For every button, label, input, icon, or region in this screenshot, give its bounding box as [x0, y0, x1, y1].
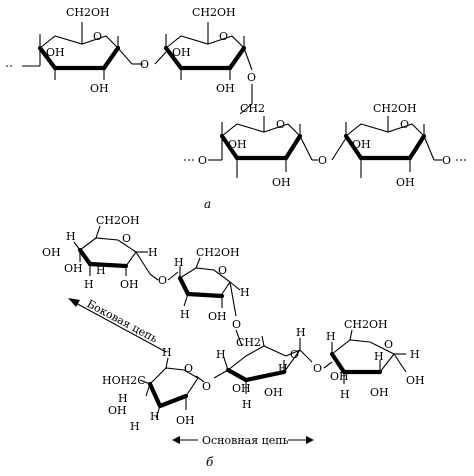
glycosidic-oxygen-label: O: [313, 362, 322, 375]
ring-oxygen-label: O: [219, 30, 228, 43]
ring-oxygen-label: O: [184, 362, 193, 375]
ho-label: OH: [108, 404, 127, 417]
structure-a: CH2OH O OH OH O CH2OH O OH OH O CH2 O OH…: [6, 6, 466, 211]
glycosidic-oxygen-label: O: [140, 58, 149, 71]
oh-label: OH: [232, 382, 251, 395]
h-label: H: [340, 388, 350, 401]
h-label: H: [410, 348, 420, 361]
ch2oh-label: CH2OH: [192, 6, 236, 19]
oh-label: OH: [228, 138, 247, 151]
hoh2c-label: HOH2C: [102, 374, 146, 387]
glucose-ring-a2: [163, 22, 253, 115]
glycosidic-oxygen-label: O: [158, 274, 167, 287]
side-chain-arrow: Боковая цепь: [68, 297, 167, 353]
oh-label: OH: [396, 176, 415, 189]
glycosidic-oxygen-label: O: [198, 154, 207, 167]
glucose-ring-b1: [73, 225, 179, 281]
h-label: H: [150, 410, 160, 423]
ring-oxygen-label: O: [276, 118, 285, 131]
ring-oxygen-label: O: [400, 118, 409, 131]
h-label: H: [374, 350, 384, 363]
h-label: H: [148, 246, 158, 259]
h-label: H: [118, 392, 128, 405]
oh-label: OH: [208, 310, 227, 323]
oh-label: OH: [406, 374, 425, 387]
h-label: H: [240, 286, 250, 299]
oh-label: OH: [46, 46, 65, 59]
main-chain-label: Основная цепь: [202, 434, 289, 447]
main-chain-arrow: Основная цепь: [172, 434, 314, 447]
glycosidic-oxygen-label: O: [202, 380, 211, 393]
glucose-ring-a4: [343, 116, 466, 178]
glucose-ring-a1: [6, 22, 167, 80]
oh-label: OH: [90, 82, 109, 95]
glucose-ring-a3: [184, 116, 347, 178]
h-label: H: [96, 264, 106, 277]
ch2-label: CH2: [236, 336, 261, 349]
oh-label: OH: [176, 414, 195, 427]
side-chain-label: Боковая цепь: [85, 297, 160, 345]
glycosidic-oxygen-label: O: [318, 154, 327, 167]
glycosidic-oxygen-label: O: [247, 71, 256, 84]
h-label: H: [326, 330, 336, 343]
h-label: H: [174, 256, 184, 269]
oh-label: OH: [272, 176, 291, 189]
structure-b: CH2OH O H OH OH H H OH H O CH2OH O H H O…: [42, 214, 425, 469]
ring-oxygen-label: O: [122, 232, 131, 245]
caption-a: а: [204, 197, 211, 211]
oh-label: OH: [370, 386, 389, 399]
h-label: H: [216, 348, 226, 361]
caption-b: б: [206, 455, 214, 469]
ch2oh-label: CH2OH: [66, 6, 110, 19]
h-label: H: [84, 278, 94, 291]
h-label: H: [242, 398, 252, 411]
h-label: H: [66, 230, 76, 243]
ho-label: OH: [330, 370, 349, 383]
glycosidic-oxygen-label: O: [442, 154, 451, 167]
glucose-ring-b3: [195, 335, 333, 394]
glucose-ring-b4: [139, 357, 199, 419]
ch2-label: CH2: [240, 102, 265, 115]
h-label: H: [130, 420, 140, 433]
oh-label: OH: [216, 82, 235, 95]
glucose-ring-b5: [329, 329, 407, 384]
oh-label: OH: [42, 246, 61, 259]
oh-label: OH: [120, 278, 139, 291]
ho-label: OH: [64, 262, 83, 275]
ch2oh-label: CH2OH: [196, 246, 240, 259]
ch2oh-label: CH2OH: [344, 318, 388, 331]
ch2oh-label: CH2OH: [96, 214, 140, 227]
h-label: H: [296, 326, 306, 339]
oh-label: OH: [352, 138, 371, 151]
ring-oxygen-label: O: [218, 264, 227, 277]
h-label: H: [180, 308, 190, 321]
h-label: H: [278, 362, 288, 375]
ch2oh-label: CH2OH: [373, 102, 417, 115]
oh-label: OH: [264, 386, 283, 399]
glycosidic-oxygen-label: O: [232, 318, 241, 331]
glucose-ring-b2: [177, 257, 243, 347]
ring-oxygen-label: O: [384, 338, 393, 351]
oh-label: OH: [172, 46, 191, 59]
ring-oxygen-label: O: [290, 348, 299, 361]
h-label: H: [162, 346, 172, 359]
ring-oxygen-label: O: [93, 30, 102, 43]
